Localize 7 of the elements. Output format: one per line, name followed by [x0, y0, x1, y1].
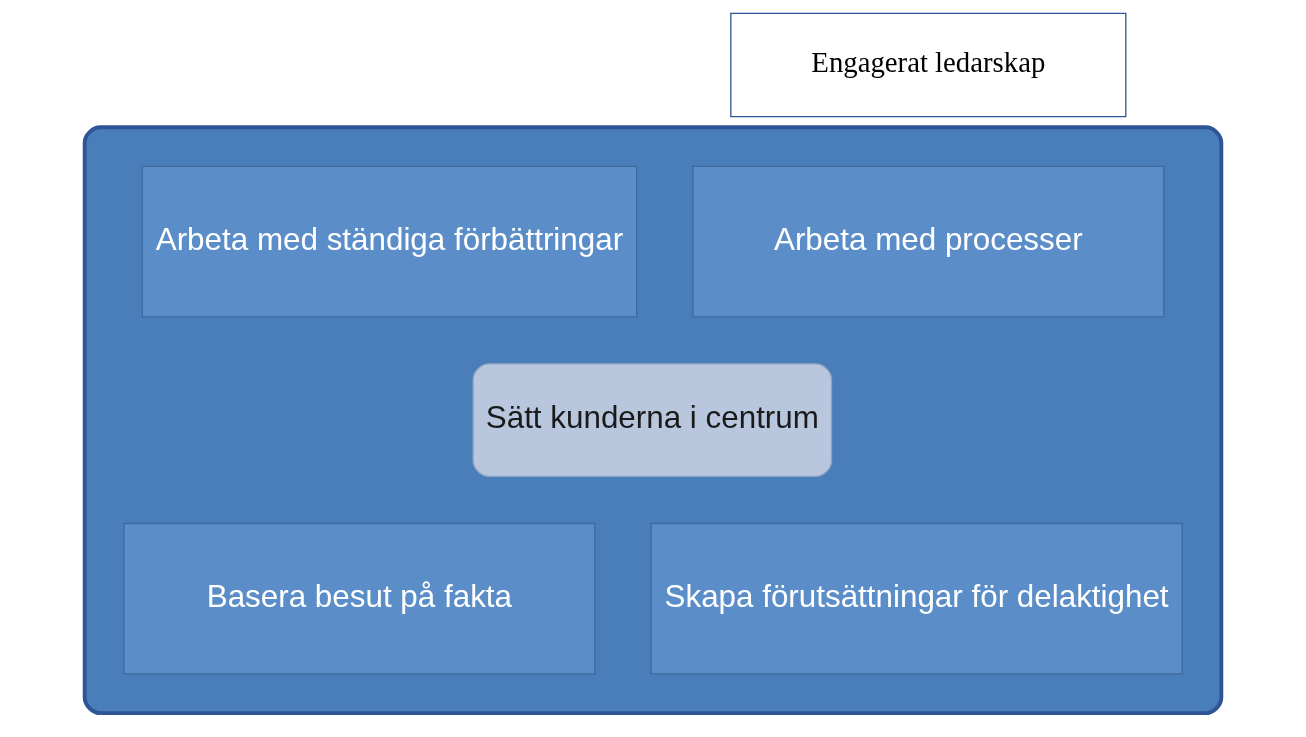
node-box: Basera besut på fakta [123, 522, 596, 675]
node-box: Arbeta med ständiga förbättringar [141, 165, 638, 318]
node-box: Skapa förutsättningar för delaktighet [650, 522, 1183, 675]
node-box: Sätt kunderna i centrum [472, 363, 833, 478]
cluster [82, 125, 1224, 716]
node-box: Arbeta med processer [692, 165, 1165, 318]
node-box: Engagerat ledarskap [730, 12, 1127, 118]
